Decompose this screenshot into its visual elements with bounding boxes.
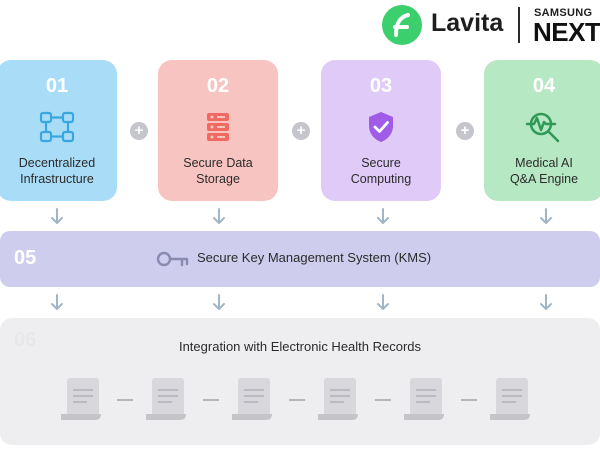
arrow-down-icon: [51, 208, 63, 224]
arrow-down-icon: [540, 294, 552, 310]
connector-line: [117, 399, 133, 401]
step-label: Secure Data Storage: [183, 156, 253, 186]
ehr-label: Integration with Electronic Health Recor…: [178, 339, 422, 354]
step-card-medical-ai-qa-engine: 04 Medical AI Q&A Engine: [484, 60, 600, 201]
arrow-down-icon: [377, 208, 389, 224]
arrow-down-icon: [540, 208, 552, 224]
next-logo-text: NEXT: [533, 17, 600, 47]
connector-line: [203, 399, 219, 401]
arrow-down-icon: [213, 208, 225, 224]
step-card-secure-data-storage: 02 Secure Data Storage: [158, 60, 278, 201]
document-scroll-icon: [146, 378, 186, 420]
lavita-logo-icon: [382, 5, 422, 45]
kms-step-number: 05: [14, 247, 37, 269]
network-nodes-icon: [39, 111, 75, 143]
lavita-logo-text: Lavita: [431, 9, 504, 37]
step-label: Medical AI Q&A Engine: [509, 156, 579, 186]
step-number: 01: [45, 75, 69, 97]
ehr-step-number: 06: [14, 329, 37, 351]
kms-bar: [0, 231, 600, 287]
plus-icon: +: [292, 122, 310, 140]
document-scroll-icon: [232, 378, 272, 420]
shield-check-icon: [369, 112, 393, 142]
step-number: 03: [369, 75, 393, 97]
document-scroll-icon: [318, 378, 358, 420]
document-scroll-icon: [404, 378, 444, 420]
step-number: 02: [206, 75, 230, 97]
connector-line: [289, 399, 305, 401]
step-number: 04: [532, 75, 556, 97]
samsung-logo-text: SAMSUNG: [534, 7, 593, 19]
key-icon: [156, 251, 189, 267]
connector-line: [461, 399, 477, 401]
plus-icon: +: [456, 122, 474, 140]
document-scroll-icon: [61, 378, 101, 420]
document-scroll-icon: [490, 378, 530, 420]
arrow-down-icon: [377, 294, 389, 310]
kms-label: Secure Key Management System (KMS): [197, 250, 432, 265]
arrow-down-icon: [213, 294, 225, 310]
step-card-secure-computing: 03 Secure Computing: [321, 60, 441, 201]
connector-line: [375, 399, 391, 401]
plus-icon: +: [130, 122, 148, 140]
arrow-down-icon: [51, 294, 63, 310]
logo-divider: [518, 7, 520, 43]
step-label: Secure Computing: [350, 156, 412, 186]
step-card-decentralized-infrastructure: 01 Decentralized Infrastructure: [0, 60, 117, 201]
step-label: Decentralized Infrastructure: [18, 156, 96, 186]
server-database-icon: [207, 113, 229, 141]
magnifier-pulse-icon: [525, 112, 560, 143]
